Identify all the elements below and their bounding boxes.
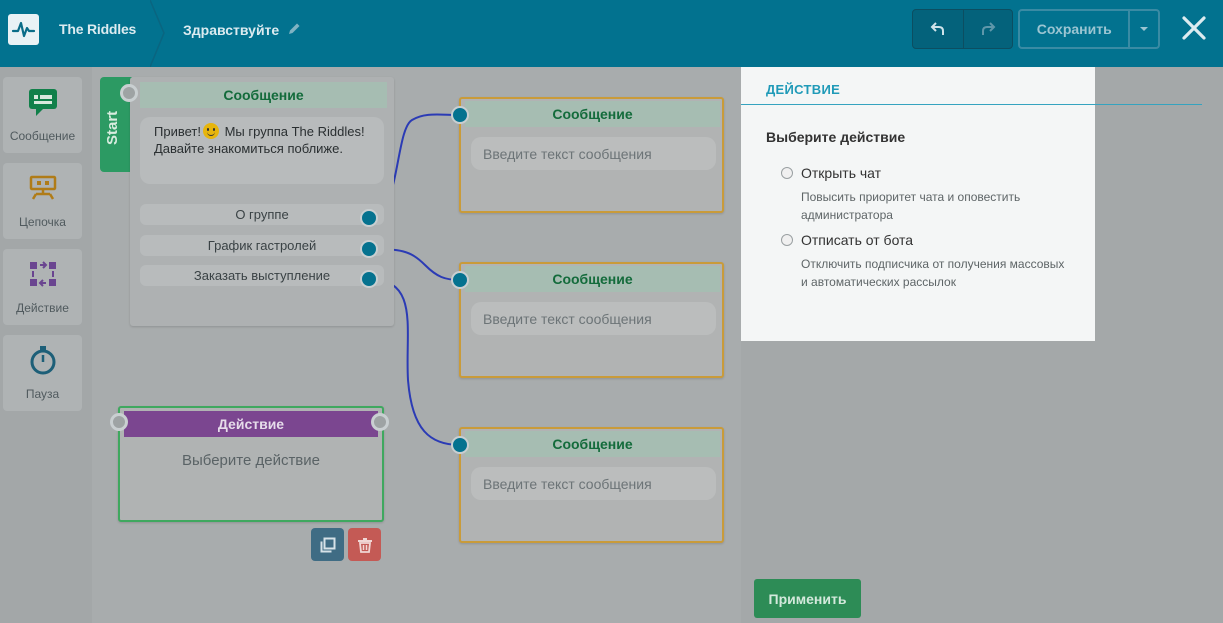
node-title: Действие: [124, 411, 378, 437]
tool-action[interactable]: Действие: [3, 249, 82, 325]
quick-reply-button[interactable]: График гастролей: [140, 235, 384, 256]
smiley-emoji-icon: [202, 123, 219, 139]
redo-icon: [981, 22, 996, 35]
tool-label: Сообщение: [9, 129, 76, 143]
input-port[interactable]: [451, 106, 469, 124]
undo-icon: [930, 22, 944, 35]
input-port[interactable]: [110, 413, 128, 431]
caret-down-icon: [1140, 27, 1149, 31]
pulse-icon: [11, 21, 36, 38]
option-description: Отключить подписчика от получения массов…: [801, 257, 1065, 289]
save-controls: Сохранить: [1018, 9, 1160, 49]
pencil-icon[interactable]: [287, 22, 301, 36]
page-title: Здравствуйте: [183, 22, 280, 38]
stopwatch-icon: [30, 346, 56, 375]
tool-label: Действие: [16, 301, 69, 315]
message-node-main[interactable]: Сообщение Привет! Мы группа The Riddles!…: [130, 77, 394, 326]
option-label[interactable]: Открыть чат: [801, 165, 882, 181]
action-node[interactable]: Действие Выберите действие: [118, 406, 384, 522]
action-hint: Выберите действие: [181, 452, 321, 469]
option-label[interactable]: Отписать от бота: [801, 232, 914, 248]
trash-icon: [357, 537, 372, 553]
close-icon[interactable]: [1180, 14, 1208, 42]
message-text-input[interactable]: Введите текст сообщения: [471, 137, 716, 170]
option-description: Повысить приоритет чата и оповестить адм…: [801, 190, 1021, 222]
input-port[interactable]: [451, 436, 469, 454]
node-title: Сообщение: [140, 82, 387, 108]
message-text-input[interactable]: Введите текст сообщения: [471, 302, 716, 335]
breadcrumb-separator-icon: [150, 0, 165, 67]
tool-pause[interactable]: Пауза: [3, 335, 82, 411]
message-text-input[interactable]: Введите текст сообщения: [471, 467, 716, 500]
copy-icon: [320, 537, 335, 552]
node-title: Сообщение: [465, 431, 720, 457]
undo-button[interactable]: [913, 10, 963, 48]
message-text[interactable]: Привет! Мы группа The Riddles! Давайте з…: [140, 117, 384, 184]
panel-divider: [741, 104, 1202, 105]
output-port[interactable]: [360, 240, 378, 258]
app-name[interactable]: The Riddles: [59, 21, 137, 37]
quick-reply-button[interactable]: Заказать выступление: [140, 265, 384, 286]
output-port[interactable]: [371, 413, 389, 431]
chain-icon: [29, 175, 57, 200]
message-icon: [29, 89, 57, 116]
save-options-button[interactable]: [1128, 11, 1158, 47]
tool-message[interactable]: Сообщение: [3, 77, 82, 153]
node-toolbox: Сообщение Цепочка Действие Пауза: [0, 67, 92, 623]
radio-unsubscribe[interactable]: [781, 234, 793, 246]
tool-label: Цепочка: [19, 215, 66, 229]
message-node[interactable]: Сообщение Введите текст сообщения: [459, 262, 724, 378]
radio-open-chat[interactable]: [781, 167, 793, 179]
panel-title: ДЕЙСТВИЕ: [766, 82, 841, 97]
input-port[interactable]: [120, 84, 138, 102]
action-settings-card: [741, 67, 1095, 341]
action-icon: [30, 261, 56, 287]
message-text-body: Мы группа The Riddles! Давайте знакомить…: [154, 124, 365, 156]
history-controls: [912, 9, 1013, 49]
output-port[interactable]: [360, 209, 378, 227]
redo-button[interactable]: [962, 10, 1013, 48]
node-title: Сообщение: [465, 266, 720, 292]
start-label: Start: [104, 110, 121, 145]
duplicate-node-button[interactable]: [311, 528, 344, 561]
tool-label: Пауза: [25, 387, 60, 401]
message-text-greeting: Привет!: [154, 124, 201, 139]
message-node[interactable]: Сообщение Введите текст сообщения: [459, 97, 724, 213]
panel-subtitle: Выберите действие: [766, 129, 906, 145]
message-node[interactable]: Сообщение Введите текст сообщения: [459, 427, 724, 543]
delete-node-button[interactable]: [348, 528, 381, 561]
quick-reply-button[interactable]: О группе: [140, 204, 384, 225]
apply-button[interactable]: Применить: [754, 579, 861, 618]
tool-chain[interactable]: Цепочка: [3, 163, 82, 239]
top-bar: The Riddles Здравствуйте Сохранить: [0, 0, 1223, 67]
output-port[interactable]: [360, 270, 378, 288]
node-title: Сообщение: [465, 101, 720, 127]
input-port[interactable]: [451, 271, 469, 289]
save-button[interactable]: Сохранить: [1036, 21, 1112, 37]
app-logo[interactable]: [8, 14, 39, 45]
